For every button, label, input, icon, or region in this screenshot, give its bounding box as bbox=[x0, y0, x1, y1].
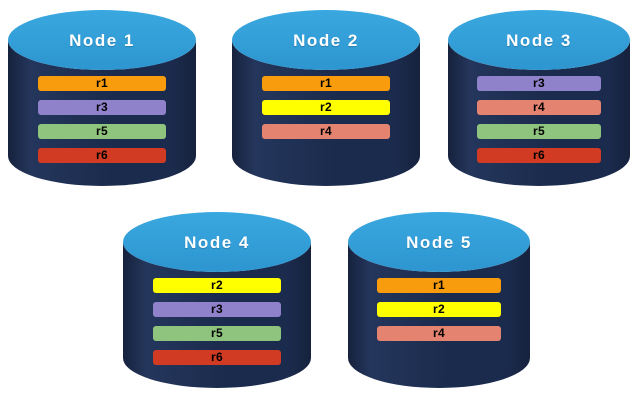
node-title: Node 1 bbox=[69, 31, 135, 50]
record-list: r1 r2 r4 bbox=[348, 278, 530, 350]
record-list: r1 r3 r5 r6 bbox=[8, 76, 196, 172]
record-bar[interactable]: r1 bbox=[262, 76, 390, 91]
database-node[interactable]: Node 1 r1 r3 r5 r6 bbox=[8, 8, 196, 190]
record-list: r1 r2 r4 bbox=[232, 76, 420, 148]
record-bar[interactable]: r5 bbox=[477, 124, 601, 139]
database-node[interactable]: Node 5 r1 r2 r4 bbox=[348, 210, 530, 392]
record-bar[interactable]: r6 bbox=[477, 148, 601, 163]
node-title: Node 2 bbox=[293, 31, 359, 50]
cylinder-top-disc bbox=[448, 10, 630, 70]
record-bar[interactable]: r5 bbox=[38, 124, 166, 139]
record-label: r3 bbox=[211, 302, 223, 316]
database-node[interactable]: Node 2 r1 r2 r4 bbox=[232, 8, 420, 190]
record-bar[interactable]: r6 bbox=[153, 350, 281, 365]
cylinder-top-disc bbox=[8, 10, 196, 70]
record-label: r1 bbox=[433, 278, 445, 292]
database-node[interactable]: Node 3 r3 r4 r5 r6 bbox=[448, 8, 630, 190]
record-label: r5 bbox=[211, 326, 223, 340]
record-bar[interactable]: r2 bbox=[153, 278, 281, 293]
record-bar[interactable]: r3 bbox=[477, 76, 601, 91]
database-node[interactable]: Node 4 r2 r3 r5 r6 bbox=[123, 210, 311, 392]
record-label: r3 bbox=[533, 76, 545, 90]
record-bar[interactable]: r4 bbox=[477, 100, 601, 115]
cylinder-top-disc bbox=[232, 10, 420, 70]
record-label: r2 bbox=[433, 302, 445, 316]
record-label: r6 bbox=[533, 148, 545, 162]
record-label: r1 bbox=[96, 76, 108, 90]
record-bar[interactable]: r3 bbox=[153, 302, 281, 317]
record-label: r3 bbox=[96, 100, 108, 114]
record-bar[interactable]: r5 bbox=[153, 326, 281, 341]
record-bar[interactable]: r4 bbox=[262, 124, 390, 139]
record-label: r4 bbox=[433, 326, 445, 340]
record-label: r5 bbox=[96, 124, 108, 138]
record-bar[interactable]: r2 bbox=[377, 302, 501, 317]
record-list: r3 r4 r5 r6 bbox=[448, 76, 630, 172]
node-title: Node 5 bbox=[406, 233, 472, 252]
cylinder-top-disc bbox=[348, 212, 530, 272]
record-label: r1 bbox=[320, 76, 332, 90]
record-label: r4 bbox=[533, 100, 545, 114]
record-label: r6 bbox=[96, 148, 108, 162]
record-bar[interactable]: r1 bbox=[38, 76, 166, 91]
node-title: Node 3 bbox=[506, 31, 572, 50]
record-label: r6 bbox=[211, 350, 223, 364]
record-bar[interactable]: r6 bbox=[38, 148, 166, 163]
record-label: r4 bbox=[320, 124, 332, 138]
record-label: r5 bbox=[533, 124, 545, 138]
node-title: Node 4 bbox=[184, 233, 250, 252]
record-label: r2 bbox=[211, 278, 223, 292]
record-bar[interactable]: r1 bbox=[377, 278, 501, 293]
record-label: r2 bbox=[320, 100, 332, 114]
record-list: r2 r3 r5 r6 bbox=[123, 278, 311, 374]
record-bar[interactable]: r2 bbox=[262, 100, 390, 115]
record-bar[interactable]: r3 bbox=[38, 100, 166, 115]
record-bar[interactable]: r4 bbox=[377, 326, 501, 341]
cylinder-top-disc bbox=[123, 212, 311, 272]
